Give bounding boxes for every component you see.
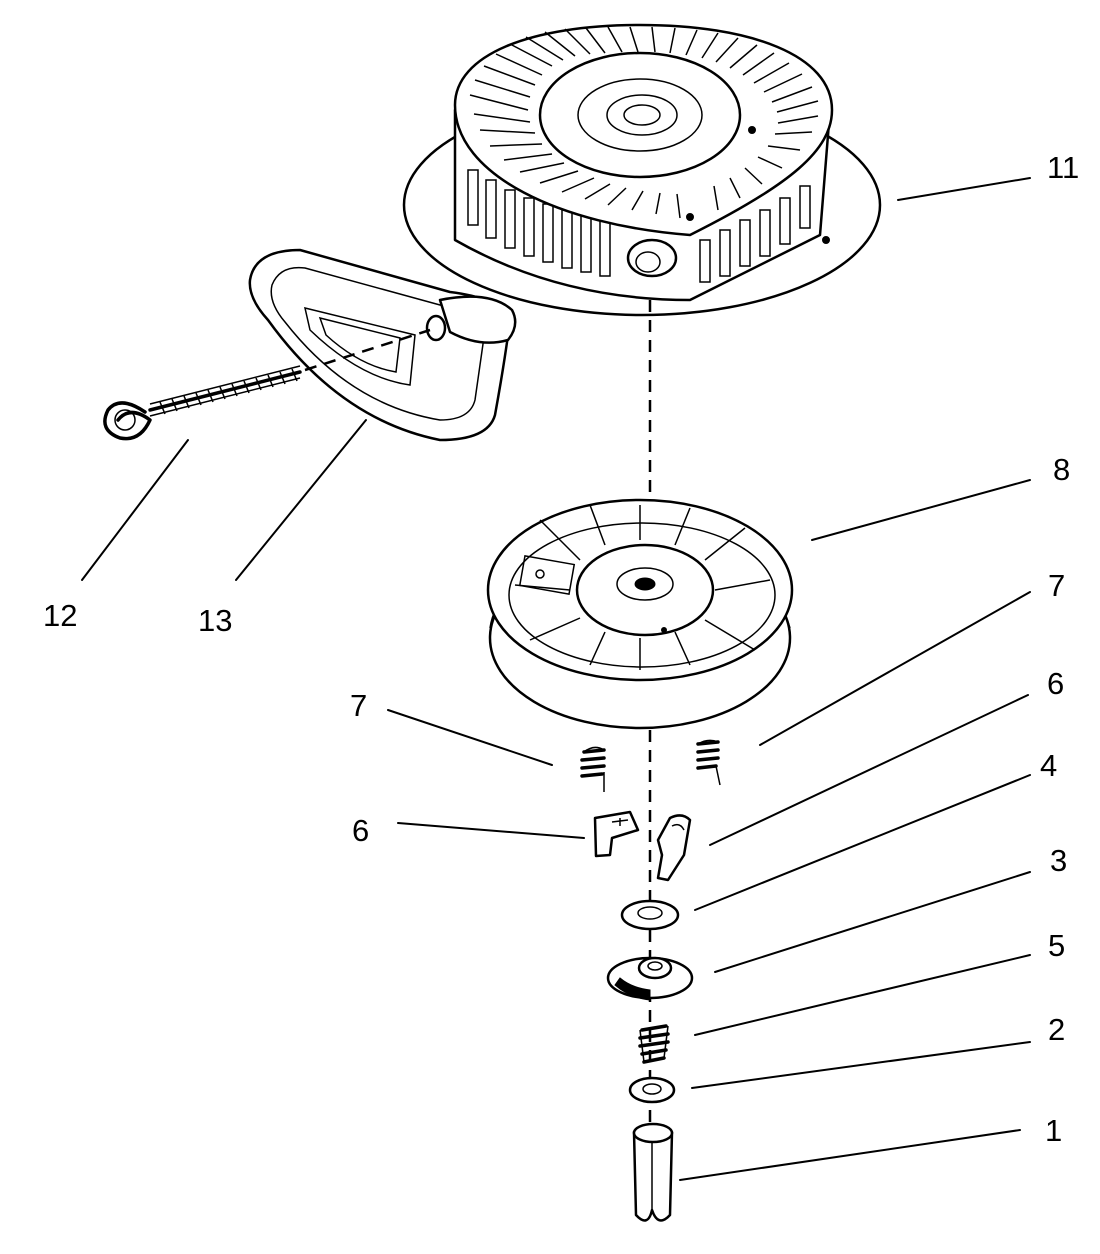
part-3-retainer: [606, 956, 694, 1001]
callout-6-left: 6: [352, 813, 370, 848]
callout-7-left: 7: [350, 688, 368, 723]
callout-6-right: 6: [1047, 666, 1065, 701]
part-7-pawl-spring-right: [696, 739, 721, 786]
part-7-pawl-spring-left: [580, 746, 606, 792]
callout-2: 2: [1048, 1012, 1066, 1047]
part-1-center-pin: [632, 1122, 674, 1222]
leader-lines: [81, 177, 1031, 1181]
part-12-starter-rope: [103, 328, 431, 441]
part-6-pawl-right: [656, 814, 692, 882]
callout-3: 3: [1050, 843, 1068, 878]
callout-4: 4: [1040, 748, 1058, 783]
part-11-starter-housing: [402, 23, 882, 317]
callout-5: 5: [1048, 928, 1066, 963]
callout-12: 12: [43, 598, 78, 633]
callout-1: 1: [1045, 1113, 1063, 1148]
callout-7-right: 7: [1048, 568, 1066, 603]
part-2-washer: [628, 1076, 676, 1104]
part-6-pawl-left: [593, 810, 640, 858]
part-8-rope-pulley: [486, 498, 794, 730]
callout-13: 13: [198, 603, 233, 638]
callout-8: 8: [1053, 452, 1071, 487]
callout-11: 11: [1047, 150, 1080, 185]
part-4-washer: [620, 899, 680, 931]
part-5-compression-spring: [638, 1024, 670, 1064]
part-13-starter-handle: [248, 248, 517, 442]
